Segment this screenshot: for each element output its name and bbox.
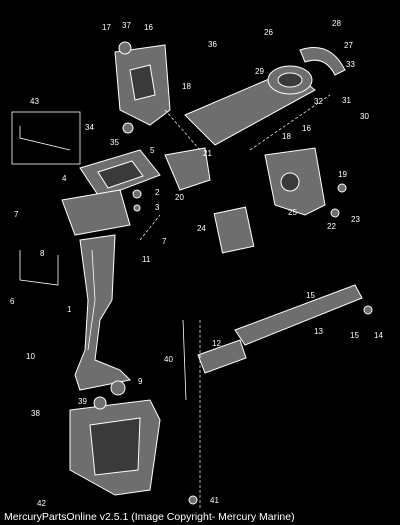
twist-grip-12	[197, 339, 247, 374]
nut-39	[93, 396, 107, 410]
housing-top	[61, 189, 131, 236]
swivel-plate-4-cutout	[97, 160, 144, 189]
copyright-footer: MercuryPartsOnline v2.5.1 (Image Copyrig…	[4, 511, 295, 523]
callout-40: 40	[164, 355, 173, 364]
callout-15: 15	[306, 291, 315, 300]
callout-16: 16	[144, 23, 153, 32]
callout-36: 36	[208, 40, 217, 49]
callout-20: 20	[175, 193, 184, 202]
callout-19: 19	[338, 170, 347, 179]
callout-26: 26	[264, 28, 273, 37]
callout-7: 7	[14, 210, 19, 219]
washer-41	[188, 495, 198, 505]
washer-37	[118, 41, 132, 55]
callout-17: 17	[102, 23, 111, 32]
callout-4: 4	[62, 174, 67, 183]
callout-1: 1	[67, 305, 72, 314]
callout-11: 11	[142, 255, 151, 264]
callout-39: 39	[78, 397, 87, 406]
callout-9: 9	[138, 377, 143, 386]
callout-14: 14	[374, 331, 383, 340]
callout-33: 33	[346, 60, 355, 69]
tiller-handle-13	[234, 284, 363, 346]
driveshaft-housing-1	[74, 234, 132, 391]
callout-31: 31	[342, 96, 351, 105]
callout-18b: 18	[282, 132, 291, 141]
nut-19	[337, 183, 347, 193]
callout-18: 18	[182, 82, 191, 91]
callout-5: 5	[150, 146, 155, 155]
callout-12: 12	[212, 339, 221, 348]
shift-rod-40	[182, 319, 187, 401]
swivel-bracket-upper-hole	[129, 64, 156, 101]
bracket-rod-43	[19, 126, 71, 151]
callout-10: 10	[26, 352, 35, 361]
bracket-pivot-25	[280, 172, 300, 192]
u-bracket-6	[19, 250, 59, 286]
screw-14	[363, 305, 373, 315]
reverse-lock-plate-24	[213, 206, 255, 254]
callout-30: 30	[360, 112, 369, 121]
exploded-parts-diagram: 1 2 3 4 5 6 7 7 8 9 10 11 12 13 14 15 15…	[10, 19, 383, 510]
screw-35	[122, 122, 134, 134]
callout-34: 34	[85, 123, 94, 132]
clamp-ring-26	[299, 47, 346, 76]
callout-42: 42	[37, 499, 46, 508]
callout-43: 43	[30, 97, 39, 106]
dashed-leader	[249, 94, 331, 151]
callout-38: 38	[31, 409, 40, 418]
callout-3: 3	[155, 203, 160, 212]
bolt-2	[132, 189, 142, 199]
callout-23: 23	[351, 215, 360, 224]
callout-21: 21	[203, 149, 212, 158]
callout-32: 32	[314, 97, 323, 106]
housing-highlight	[87, 249, 96, 351]
callout-28: 28	[332, 19, 341, 28]
callout-8: 8	[40, 249, 45, 258]
callout-13: 13	[314, 327, 323, 336]
callout-6: 6	[10, 297, 15, 306]
callout-22: 22	[327, 222, 336, 231]
steering-head-29-bore	[277, 72, 303, 88]
callout-15b: 15	[350, 331, 359, 340]
callout-37: 37	[122, 21, 131, 30]
callout-27: 27	[344, 41, 353, 50]
gearcase-skeg	[89, 417, 141, 476]
dashed-leader	[164, 109, 201, 151]
callout-35: 35	[110, 138, 119, 147]
nut-9	[110, 380, 126, 396]
inset-box-43	[11, 111, 81, 165]
bolt-3	[133, 204, 141, 212]
callout-7b: 7	[162, 237, 167, 246]
washer-23	[330, 208, 340, 218]
callout-29: 29	[255, 67, 264, 76]
callout-41: 41	[210, 496, 219, 505]
callout-24: 24	[197, 224, 206, 233]
callout-25: 25	[288, 208, 297, 217]
tilt-lever-20	[164, 147, 211, 191]
dashed-leader	[139, 214, 161, 241]
callout-2: 2	[155, 188, 160, 197]
callout-16b: 16	[302, 124, 311, 133]
